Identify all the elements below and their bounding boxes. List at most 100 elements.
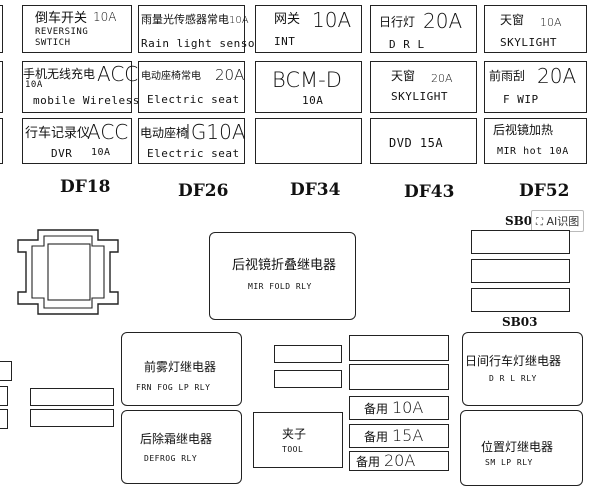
fuse-label-en: DVR: [51, 147, 73, 160]
tool-label-cn: 夹子: [282, 427, 307, 441]
fuse-label-en: SKYLIGHT: [391, 90, 448, 103]
fuse-empty-slot: [255, 118, 362, 164]
fuse-label-cn: BCM-D: [272, 68, 342, 92]
fuse-label-en: mobile Wireless: [33, 94, 140, 107]
fuse-amp: 20A: [431, 72, 453, 85]
spare-amp: 15A: [392, 426, 424, 445]
left-stub-e: [30, 409, 114, 427]
fuse-amp: ACC: [87, 120, 129, 144]
fuse-label-cn: 电动座椅: [140, 126, 189, 140]
left-stub-a: [0, 361, 12, 381]
fuse-label-en: SKYLIGHT: [500, 36, 557, 49]
fuse-label-en: INT: [274, 35, 296, 48]
fuse-amp: 20A: [423, 9, 463, 33]
fuse-label-en: F WIP: [503, 93, 539, 106]
left-stub-b: [0, 386, 8, 406]
fuse-electric-seat-const: 电动座椅常电 20A Electric seat: [138, 61, 245, 113]
relay-defrog: 后除霜继电器 DEFROG RLY: [121, 410, 242, 484]
spare-fuse-20a: 备用 20A: [349, 451, 449, 471]
fuse-int: 网关 10A INT: [255, 5, 362, 53]
tool-clip-slot: 夹子 TOOL: [253, 412, 343, 468]
fuse-label-cn: DVD 15A: [389, 136, 444, 150]
fuse-amp: IG10A: [185, 120, 246, 144]
fuse-skylight-20a: 天窗 20A SKYLIGHT: [370, 61, 477, 113]
fuse-mirror-heat: 后视镜加热 MIR hot 10A: [484, 118, 587, 164]
relay-drl: 日间行车灯继电器 D R L RLY: [462, 332, 583, 406]
fuse-label-en: D R L: [389, 38, 425, 51]
fuse-amp: 10A: [302, 94, 324, 107]
spare-label: 备用: [364, 430, 389, 444]
tool-label-en: TOOL: [282, 445, 304, 454]
scan-icon: ⛶: [536, 217, 543, 228]
small-fuse-1: [471, 230, 570, 254]
center-fuse-2: [274, 370, 342, 388]
sb-label-bottom: SB03: [502, 315, 538, 329]
fuse-left-stub-2: [0, 61, 3, 113]
spare-fuse-10a: 备用 10A: [349, 396, 449, 420]
fuse-label-en: Electric seat: [147, 147, 240, 160]
fuse-label-cn: 雨量光传感器常电: [141, 13, 229, 26]
fuse-front-wiper: 前雨刮 20A F WIP: [484, 61, 587, 113]
relay-mirror-fold: 后视镜折叠继电器 MIR FOLD RLY: [209, 232, 356, 320]
spare-amp: 10A: [392, 398, 424, 417]
fuse-label-cn: 网关: [274, 12, 301, 27]
relay-front-fog: 前雾灯继电器 FRN FOG LP RLY: [121, 332, 242, 406]
relay-label-en: SM LP RLY: [485, 458, 533, 467]
column-label-df52: DF52: [519, 181, 570, 201]
left-stub-d: [30, 388, 114, 406]
fuse-amp: 10A: [229, 15, 249, 26]
column-label-df18: DF18: [60, 177, 111, 197]
fuse-electric-seat-ig: 电动座椅 IG10A Electric seat: [138, 118, 246, 164]
fuse-amp: ACC: [97, 62, 139, 86]
ai-recognize-label: AI识图: [546, 215, 580, 228]
fuse-label-en-2: SWTICH: [35, 38, 71, 48]
ai-recognize-button[interactable]: ⛶ AI识图: [531, 210, 585, 232]
connector-outline: [17, 229, 119, 315]
relay-label-en: D R L RLY: [489, 374, 537, 383]
relay-label-cn: 后视镜折叠继电器: [232, 258, 337, 273]
fuse-label-en: Rain light sensor: [141, 37, 263, 50]
left-stub-c: [0, 409, 8, 429]
spare-amp: 20A: [384, 451, 416, 470]
column-label-df26: DF26: [178, 181, 229, 201]
column-label-df43: DF43: [404, 182, 455, 202]
relay-sm-lp: 位置灯继电器 SM LP RLY: [460, 410, 583, 486]
spare-fuse-15a: 备用 15A: [349, 424, 449, 448]
fuse-label-cn: 电动座椅常电: [141, 71, 201, 82]
fuse-reversing-switch: [0, 5, 3, 53]
fuse-amp: 10A: [540, 16, 562, 29]
fuse-label-cn: 倒车开关: [35, 11, 88, 26]
fuse-label-en: MIR hot 10A: [497, 146, 569, 157]
spare-label: 备用: [356, 455, 381, 469]
fuse-amp: 20A: [537, 64, 577, 88]
fuse-label-en-2: 10A: [91, 147, 111, 158]
relay-label-en: DEFROG RLY: [144, 454, 198, 463]
fuse-label-cn: 日行灯: [379, 15, 416, 29]
fuse-amp: 10A: [93, 10, 117, 24]
fuse-amp: 20A: [215, 66, 245, 84]
fuse-reversing-switch-slot: 倒车开关 10A REVERSING SWTICH: [22, 5, 132, 53]
column-label-df34: DF34: [290, 180, 341, 200]
relay-label-en: FRN FOG LP RLY: [136, 383, 211, 392]
small-fuse-2: [471, 259, 570, 283]
center-fuse-1: [274, 345, 342, 363]
fuse-rain-light-sensor: 雨量光传感器常电 10A Rain light sensor: [138, 5, 262, 53]
fuse-dvr: 行车记录仪 ACC DVR 10A: [22, 118, 132, 164]
relay-label-cn: 日间行车灯继电器: [465, 354, 562, 368]
fuse-mobile-wireless: 手机无线充电 ACC 10A mobile Wireless: [22, 61, 139, 113]
fuse-bcm-d: BCM-D 10A: [255, 61, 362, 113]
relay-label-cn: 后除霜继电器: [140, 432, 213, 446]
fuse-dvd: DVD 15A: [370, 118, 477, 164]
fuse-label-cn: 后视镜加热: [493, 123, 554, 137]
fuse-label-en: Electric seat: [147, 93, 240, 106]
small-fuse-3: [471, 288, 570, 312]
fuse-label-cn: 手机无线充电: [23, 67, 96, 81]
fuse-label-en: REVERSING: [35, 27, 89, 37]
relay-label-cn: 前雾灯继电器: [144, 360, 217, 374]
fuse-label-cn: 天窗: [500, 13, 525, 27]
mid-fuse-2: [349, 364, 449, 390]
relay-label-cn: 位置灯继电器: [481, 440, 554, 454]
sb-label-top: SB0: [505, 214, 533, 228]
fuse-amp: 10A: [312, 8, 352, 32]
fuse-label-cn: 行车记录仪: [25, 126, 91, 141]
